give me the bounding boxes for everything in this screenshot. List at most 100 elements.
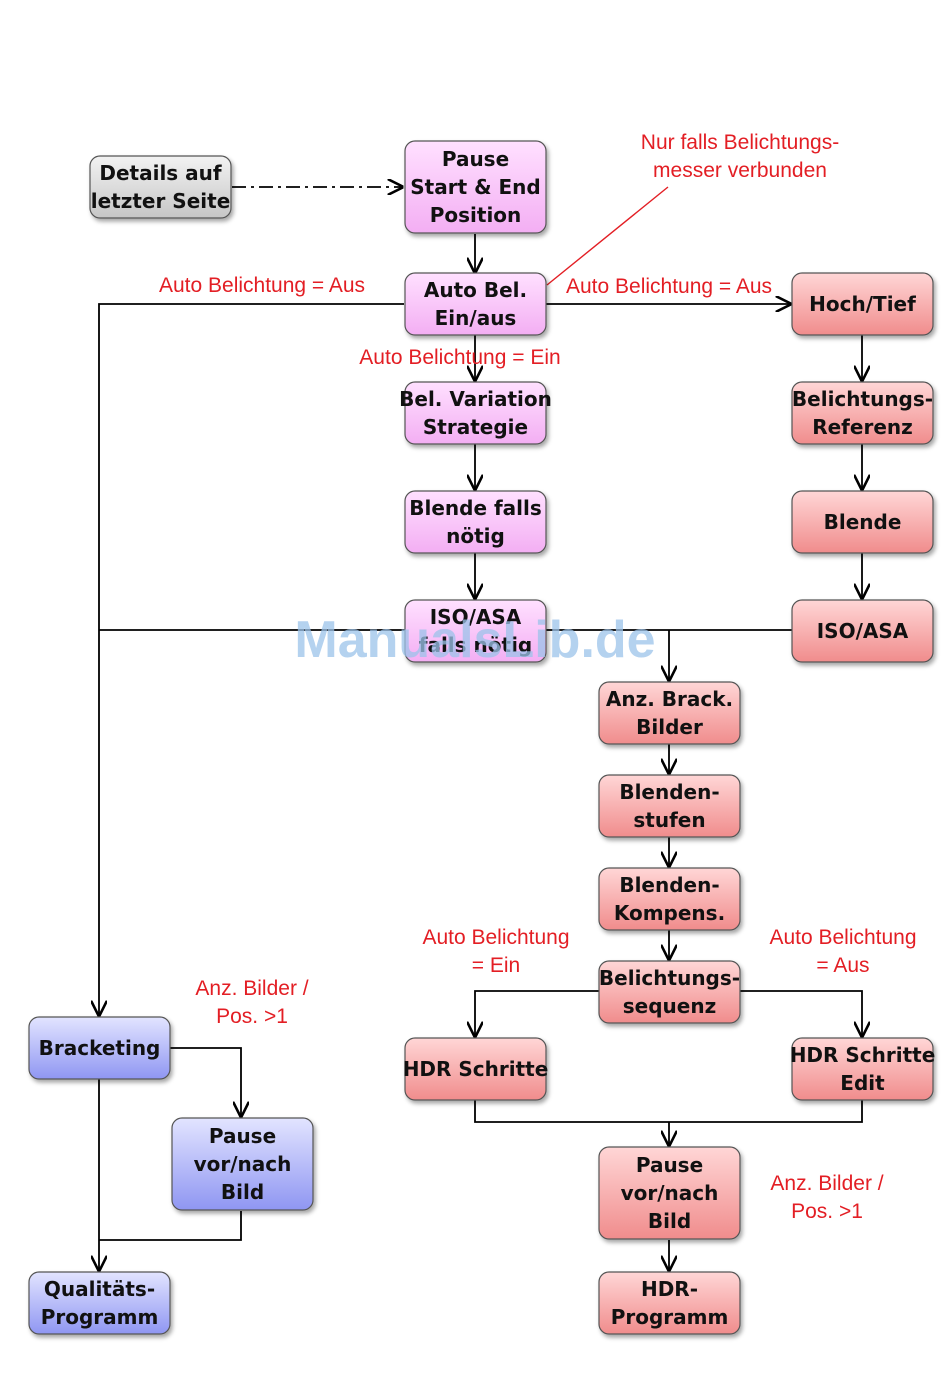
edge-label-text: messer verbunden	[653, 159, 827, 182]
node-blende: Blende	[791, 490, 934, 554]
node-label: Pause	[442, 147, 509, 171]
node-label: Pause	[636, 1153, 703, 1177]
label-anz-bilder-right: Anz. Bilder / Pos. >1	[770, 1172, 883, 1223]
node-label: Start & End	[410, 175, 540, 199]
edge-label-text: Auto Belichtung = Aus	[159, 274, 365, 297]
node-box	[404, 599, 547, 663]
node-bracketing: Bracketing	[28, 1016, 171, 1080]
node-label: Referenz	[812, 415, 913, 439]
edge-label-text: Auto Belichtung	[769, 926, 916, 949]
node-box	[28, 1016, 171, 1080]
node-box	[404, 381, 547, 445]
node-box	[598, 681, 741, 745]
node-box	[598, 960, 741, 1024]
node-box	[404, 140, 547, 234]
node-label: stufen	[633, 808, 705, 832]
label-sequenz-aus: Auto Belichtung = Aus	[769, 926, 916, 977]
node-box	[791, 1037, 934, 1101]
node-label: Bilder	[636, 715, 703, 739]
node-box	[791, 272, 934, 336]
node-label: Kompens.	[614, 901, 725, 925]
node-label: Blende	[824, 510, 902, 534]
node-label: Qualitäts-	[44, 1277, 155, 1301]
edge-label-text: Anz. Bilder /	[195, 977, 308, 1000]
node-box	[89, 155, 232, 219]
label-sequenz-ein: Auto Belichtung= Ein	[422, 926, 569, 977]
node-box	[404, 272, 547, 336]
node-anz-brack: Anz. Brack.Bilder	[598, 681, 741, 745]
edge-pause-qualitaet	[99, 1211, 242, 1241]
node-bel-referenz: Belichtungs- Referenz	[791, 381, 934, 445]
node-label: vor/nach	[621, 1181, 719, 1205]
node-box	[404, 1037, 547, 1101]
node-label: Auto Bel.	[424, 278, 527, 302]
node-label: Hoch/Tief	[809, 292, 916, 316]
node-label: Belichtungs-	[599, 966, 740, 990]
label-anz-bilder-left: Anz. Bilder / Pos. >1	[195, 977, 308, 1028]
edge-label-text: Auto Belichtung = Aus	[566, 275, 772, 298]
node-hdr-schritte: HDR Schritte	[403, 1037, 549, 1101]
label-auto-belichtung-aus-right: Auto Belichtung = Aus	[566, 275, 772, 298]
node-box	[598, 774, 741, 838]
node-blendenstufen: Blenden-stufen	[598, 774, 741, 838]
node-blenden-kompens: Blenden- Kompens.	[598, 867, 741, 931]
node-label: Blenden-	[619, 873, 719, 897]
edge-label-text: Anz. Bilder /	[770, 1172, 883, 1195]
edge-label-text: Pos. >1	[216, 1005, 288, 1028]
edge-sequenz-hdr	[475, 990, 600, 1036]
node-hdr-programm: HDR- Programm	[598, 1271, 741, 1335]
node-label: Position	[430, 203, 522, 227]
node-label: falls nötig	[419, 633, 533, 657]
node-label: Programm	[41, 1305, 159, 1329]
node-box	[791, 381, 934, 445]
edge-label-text: = Ein	[472, 954, 520, 977]
node-label: Edit	[840, 1071, 885, 1095]
node-iso-falls: ISO/ASA falls nötig	[404, 599, 547, 663]
node-auto-bel: Auto Bel.Ein/aus	[404, 272, 547, 336]
node-box	[791, 599, 934, 663]
node-details: Details auf letzter Seite	[89, 155, 232, 219]
node-bel-sequenz: Belichtungs-sequenz	[598, 960, 741, 1024]
node-box	[28, 1271, 171, 1335]
node-label: vor/nach	[194, 1152, 292, 1176]
node-label: Bild	[221, 1180, 264, 1204]
node-label: HDR Schritte	[790, 1043, 936, 1067]
edge-sequenz-hdredit	[739, 990, 862, 1036]
node-label: Bel. Variation	[399, 387, 552, 411]
node-qualitaets-programm: Qualitäts- Programm	[28, 1271, 171, 1335]
node-box	[598, 1271, 741, 1335]
node-label: Programm	[611, 1305, 729, 1329]
node-label: Belichtungs-	[792, 387, 933, 411]
node-label: Pause	[209, 1124, 276, 1148]
node-label: letzter Seite	[91, 189, 231, 213]
edge-autobel-bracketing	[99, 303, 404, 1015]
edges	[99, 187, 862, 1270]
node-label: HDR Schritte	[403, 1057, 549, 1081]
edge-bracketing-pause	[170, 1047, 241, 1116]
edge-label-text: Auto Belichtung = Ein	[359, 346, 560, 369]
node-box	[791, 490, 934, 554]
node-label: HDR-	[641, 1277, 698, 1301]
node-box	[171, 1117, 314, 1211]
node-label: Blende falls	[409, 496, 542, 520]
label-auto-belichtung-aus-left: Auto Belichtung = Aus	[159, 274, 365, 297]
node-label: ISO/ASA	[817, 619, 909, 643]
node-hoch-tief: Hoch/Tief	[791, 272, 934, 336]
node-label: Details auf	[99, 161, 222, 185]
label-auto-belichtung-ein: Auto Belichtung = Ein	[359, 346, 560, 369]
node-iso-asa: ISO/ASA	[791, 599, 934, 663]
node-label: ISO/ASA	[430, 605, 522, 629]
edge-label-text: Pos. >1	[791, 1200, 863, 1223]
edge-label-text: Nur falls Belichtungs-	[641, 131, 839, 154]
edge-label-text: = Aus	[816, 954, 869, 977]
node-label: Bild	[648, 1209, 691, 1233]
node-label: Bracketing	[39, 1036, 161, 1060]
node-label: Blenden-	[619, 780, 719, 804]
